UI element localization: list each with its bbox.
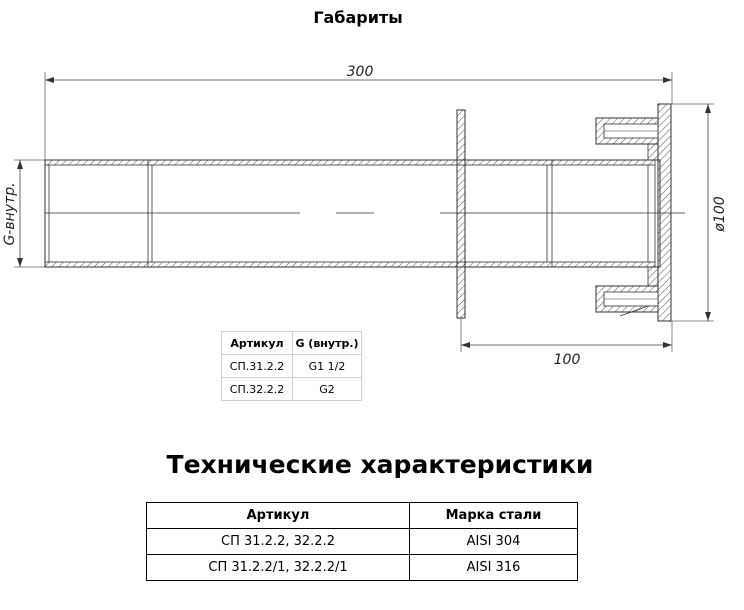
tech-specs-table: Артикул Марка стали СП 31.2.2, 32.2.2 AI… xyxy=(146,502,578,581)
technical-drawing: 300 G-внутр. xyxy=(2,64,728,368)
table-row: СП 31.2.2/1, 32.2.2/1 AISI 316 xyxy=(146,554,578,581)
pipe-body xyxy=(44,159,466,268)
section-title-dimensions: Габариты xyxy=(313,8,403,27)
header-article: Артикул xyxy=(221,331,293,355)
cell-thread: G1 1/2 xyxy=(292,354,362,378)
pipe-right xyxy=(464,159,661,268)
cell-thread: G2 xyxy=(292,377,362,401)
header-thread: G (внутр.) xyxy=(292,331,362,355)
dimension-length: 300 xyxy=(44,64,673,160)
header-steel-grade: Марка стали xyxy=(409,502,578,529)
dimension-thread: G-внутр. xyxy=(2,159,45,268)
flange-distance-label: 100 xyxy=(554,352,581,368)
dimension-flange-distance: 100 xyxy=(460,318,673,368)
header-article: Артикул xyxy=(146,502,410,529)
cell-article: СП 31.2.2/1, 32.2.2/1 xyxy=(146,554,410,581)
cell-steel-grade: AISI 316 xyxy=(409,554,578,581)
table-header-row: Артикул Марка стали xyxy=(146,502,578,529)
table-row: СП.32.2.2 G2 xyxy=(221,377,362,401)
table-row: СП.31.2.2 G1 1/2 xyxy=(221,354,362,378)
diameter-label: ø100 xyxy=(712,196,728,232)
tech-specs-title: Технические характеристики xyxy=(166,450,594,479)
cell-article: СП 31.2.2, 32.2.2 xyxy=(146,528,410,555)
table-row: СП 31.2.2, 32.2.2 AISI 304 xyxy=(146,528,578,555)
cell-article: СП.31.2.2 xyxy=(221,354,293,378)
cell-article: СП.32.2.2 xyxy=(221,377,293,401)
dimension-diameter: ø100 xyxy=(672,103,728,322)
cell-steel-grade: AISI 304 xyxy=(409,528,578,555)
wall-flange-plate xyxy=(456,109,466,319)
thread-size-table: Артикул G (внутр.) СП.31.2.2 G1 1/2 СП.3… xyxy=(221,331,362,401)
dimension-length-label: 300 xyxy=(347,64,374,80)
thread-label: G-внутр. xyxy=(2,182,18,245)
flange-assembly xyxy=(595,103,672,322)
table-header-row: Артикул G (внутр.) xyxy=(221,331,362,355)
